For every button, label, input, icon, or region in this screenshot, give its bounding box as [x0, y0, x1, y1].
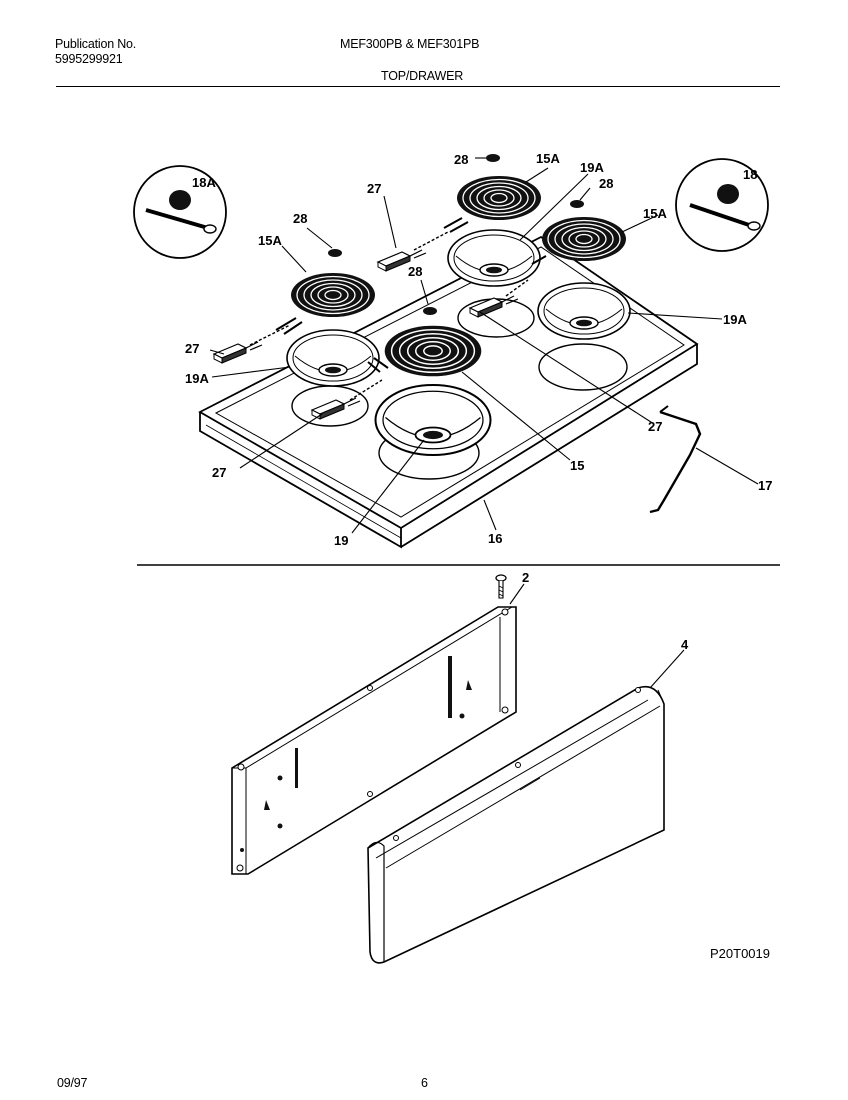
drawer-front	[367, 685, 665, 964]
callout-15A-top: 15A	[536, 151, 560, 166]
receptacles	[213, 231, 529, 420]
section-title: TOP/DRAWER	[381, 69, 464, 83]
header-rule	[56, 86, 780, 87]
publication-label: Publication No.	[55, 37, 137, 51]
publication-number: 5995299921	[55, 52, 123, 66]
lower-leader-lines	[509, 583, 685, 689]
callout-27-top: 27	[367, 181, 381, 196]
callout-15: 15	[570, 458, 584, 473]
callout-2: 2	[522, 570, 529, 585]
callout-15A-right: 15A	[643, 206, 667, 221]
callout-19A-right: 19A	[723, 312, 747, 327]
drawer-back-panel	[231, 606, 517, 875]
support-rod	[649, 405, 702, 514]
footer-date: 09/97	[57, 1076, 88, 1090]
element-caps	[328, 154, 584, 315]
surface-elements	[275, 175, 627, 378]
callout-15A-left: 15A	[258, 233, 282, 248]
callout-19A-top: 19A	[580, 160, 604, 175]
screw	[495, 574, 507, 599]
callout-27-left: 27	[185, 341, 199, 356]
footer-page-number: 6	[421, 1076, 428, 1090]
callout-19: 19	[334, 533, 348, 548]
inset-18	[675, 158, 769, 252]
callout-28-right: 28	[599, 176, 613, 191]
callout-18A: 18A	[192, 175, 216, 190]
leader-lines	[209, 157, 759, 534]
callout-27-right: 27	[648, 419, 662, 434]
figure-code: P20T0019	[710, 946, 770, 961]
callout-28-top: 28	[454, 152, 468, 167]
inset-18A	[133, 165, 227, 259]
callout-28-left: 28	[293, 211, 307, 226]
callout-4: 4	[681, 637, 689, 652]
callout-27-bottom: 27	[212, 465, 226, 480]
callout-16: 16	[488, 531, 502, 546]
callout-17: 17	[758, 478, 772, 493]
model-numbers: MEF300PB & MEF301PB	[340, 37, 480, 51]
callout-28-mid: 28	[408, 264, 422, 279]
callout-18: 18	[743, 167, 757, 182]
callout-19A-left: 19A	[185, 371, 209, 386]
